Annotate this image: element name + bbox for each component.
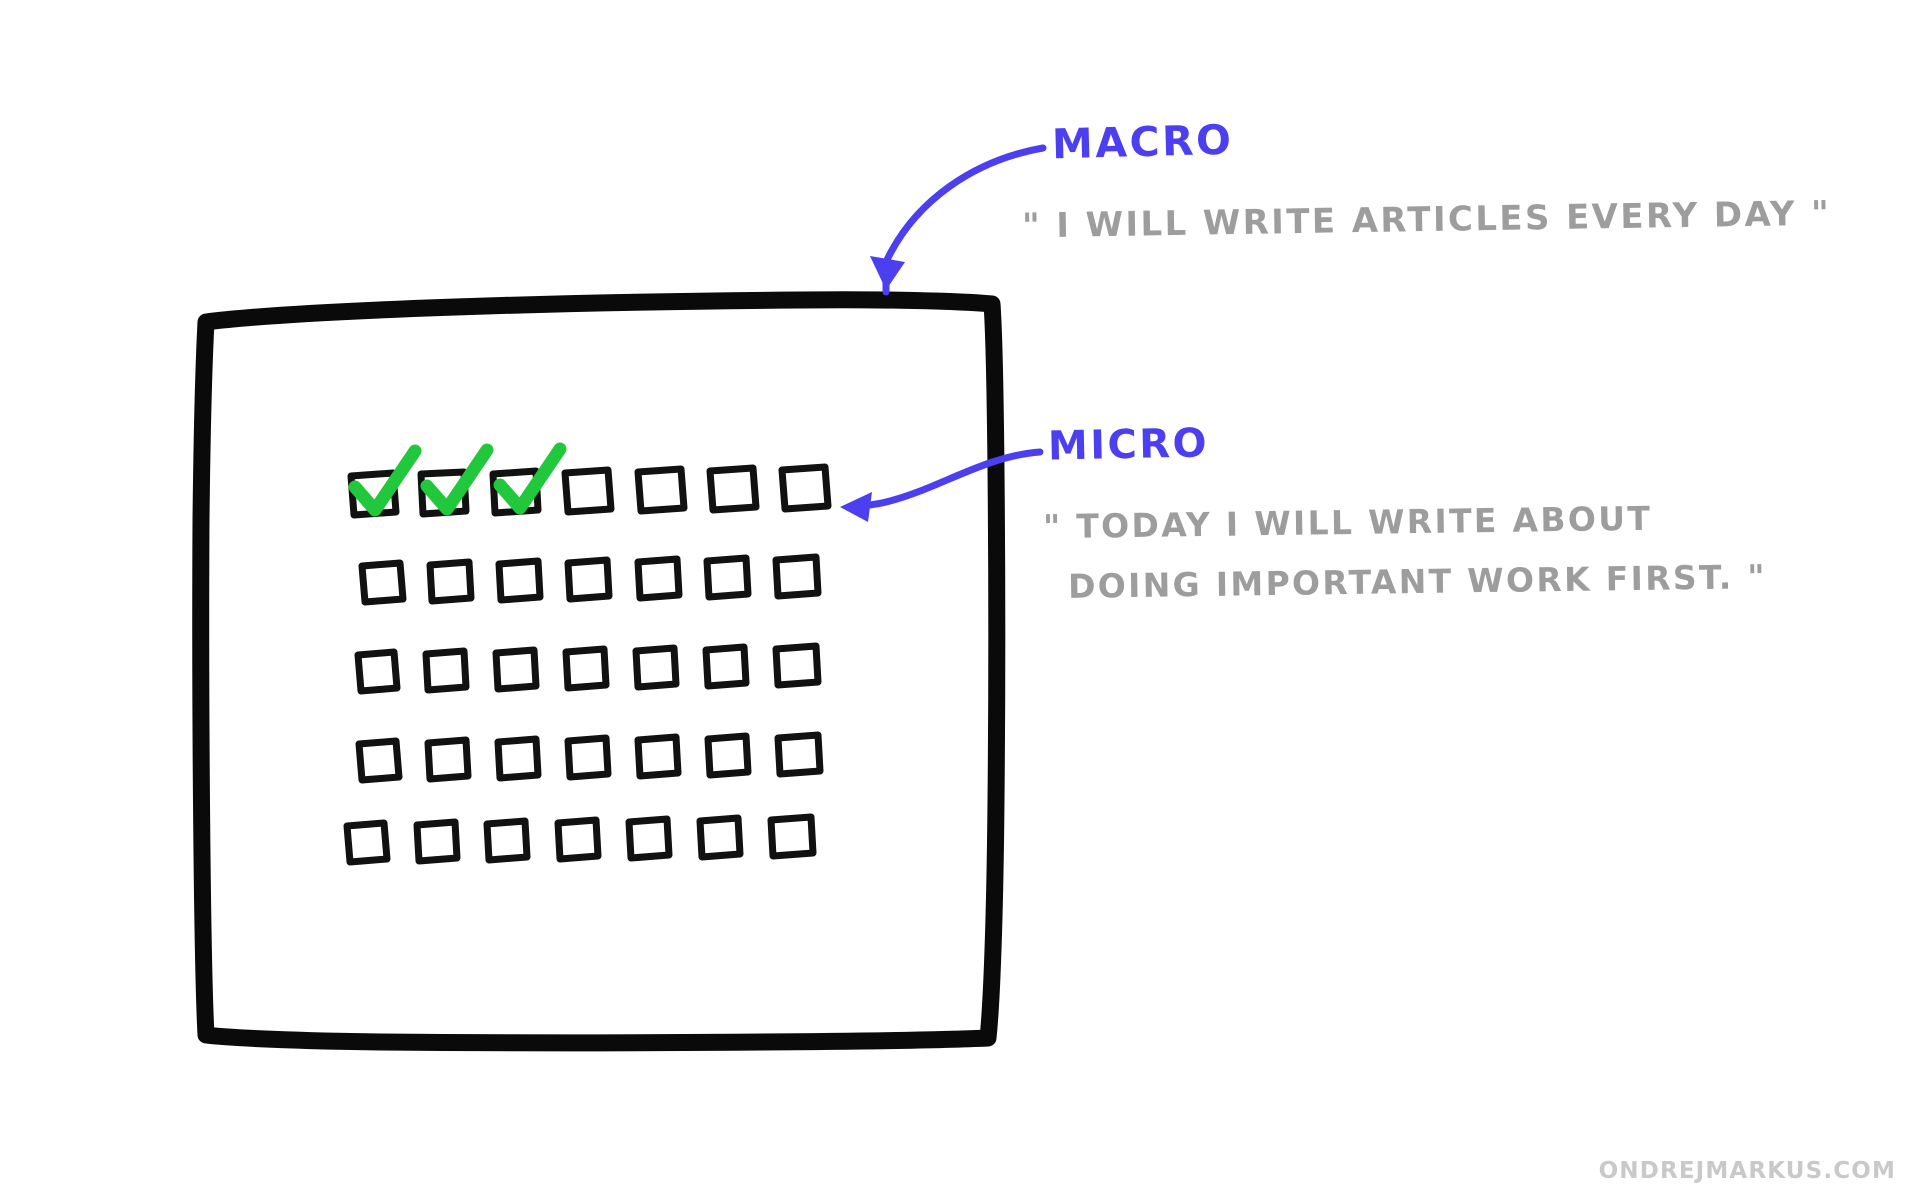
checkbox[interactable]	[702, 643, 750, 690]
checkbox[interactable]	[494, 735, 542, 782]
checkbox[interactable]	[634, 555, 683, 602]
checkbox[interactable]	[564, 734, 612, 781]
checkbox[interactable]	[483, 817, 531, 864]
checkbox[interactable]	[706, 464, 760, 514]
checkbox[interactable]	[354, 648, 401, 695]
checkbox[interactable]	[634, 733, 682, 780]
habit-tracker-frame	[192, 291, 1006, 1052]
checkbox[interactable]	[343, 819, 391, 866]
checkbox[interactable]	[703, 554, 752, 601]
checkbox[interactable]	[417, 468, 470, 518]
checkbox[interactable]	[767, 813, 817, 860]
macro-label: MACRO	[1051, 115, 1234, 169]
micro-arrow	[840, 448, 1044, 522]
checkbox[interactable]	[358, 559, 407, 606]
checkbox[interactable]	[492, 646, 540, 693]
checkbox[interactable]	[774, 731, 824, 778]
check-icon	[420, 443, 494, 516]
checkbox[interactable]	[561, 466, 615, 516]
checkbox[interactable]	[562, 645, 610, 692]
checkbox[interactable]	[426, 558, 475, 605]
watermark: ONDREJMARKUS.COM	[1598, 1158, 1896, 1184]
checkbox[interactable]	[489, 467, 542, 517]
checkbox[interactable]	[772, 553, 822, 600]
checkbox[interactable]	[554, 816, 602, 863]
checkbox[interactable]	[422, 647, 470, 694]
checkbox-grid	[343, 463, 832, 866]
macro-arrow	[870, 144, 1047, 296]
checkbox[interactable]	[632, 644, 680, 691]
checkbox[interactable]	[564, 556, 613, 603]
micro-label: MICRO	[1047, 420, 1210, 470]
checkbox[interactable]	[347, 469, 400, 519]
checkbox[interactable]	[495, 557, 544, 604]
checkbox[interactable]	[355, 737, 403, 784]
checkmark-group	[348, 442, 567, 517]
checkbox[interactable]	[772, 642, 822, 689]
checkbox[interactable]	[413, 818, 461, 865]
checkbox[interactable]	[778, 463, 832, 513]
checkbox[interactable]	[696, 814, 744, 861]
checkbox[interactable]	[634, 465, 688, 515]
check-icon	[493, 442, 567, 515]
checkbox[interactable]	[625, 815, 673, 862]
check-icon	[348, 444, 422, 517]
checkbox[interactable]	[704, 732, 752, 779]
checkbox[interactable]	[424, 736, 472, 783]
